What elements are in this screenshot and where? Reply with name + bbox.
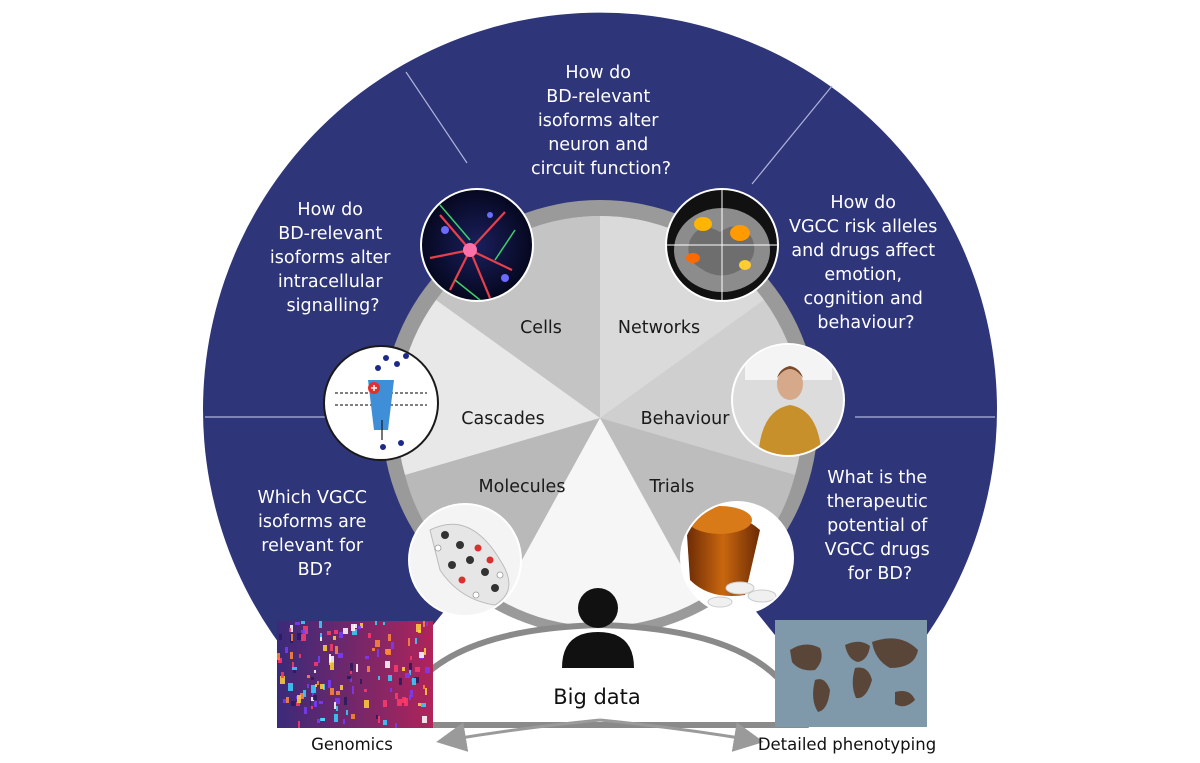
sector-big-data bbox=[500, 418, 700, 627]
question-upper-left: How do BD-relevant isoforms alter intrac… bbox=[270, 200, 396, 316]
world-map-image bbox=[775, 620, 927, 727]
genomics-heatmap-image bbox=[277, 621, 433, 728]
segment-label-cells: Cells bbox=[520, 318, 562, 338]
behaviour-image bbox=[731, 343, 845, 457]
segment-label-molecules: Molecules bbox=[479, 477, 566, 497]
segment-label-cascades: Cascades bbox=[461, 409, 544, 429]
divider-line bbox=[751, 85, 833, 185]
segment-label-behaviour: Behaviour bbox=[641, 409, 731, 429]
molecule-image bbox=[408, 503, 522, 617]
question-lower-left: Which VGCC isoforms are relevant for BD? bbox=[257, 488, 372, 580]
phenotyping-label: Detailed phenotyping bbox=[758, 735, 936, 754]
ion-channel-icon bbox=[323, 345, 439, 461]
big-data-label: Big data bbox=[553, 685, 641, 709]
question-top: How do BD-relevant isoforms alter neuron… bbox=[531, 63, 671, 179]
segment-label-trials: Trials bbox=[649, 477, 695, 497]
cells-image bbox=[420, 188, 534, 302]
question-upper-right: How do VGCC risk alleles and drugs affec… bbox=[789, 193, 943, 333]
pill-bottle-image bbox=[680, 501, 794, 615]
divider-line bbox=[405, 71, 468, 164]
arrow-to-genomics bbox=[436, 718, 601, 752]
arrow-to-phenotyping bbox=[599, 718, 764, 752]
networks-image bbox=[665, 188, 779, 302]
person-silhouette-icon bbox=[562, 588, 634, 668]
sector-cascades bbox=[397, 300, 600, 475]
question-lower-right: What is the therapeutic potential of VGC… bbox=[825, 468, 936, 584]
genomics-label: Genomics bbox=[311, 735, 393, 754]
segment-label-networks: Networks bbox=[618, 318, 700, 338]
